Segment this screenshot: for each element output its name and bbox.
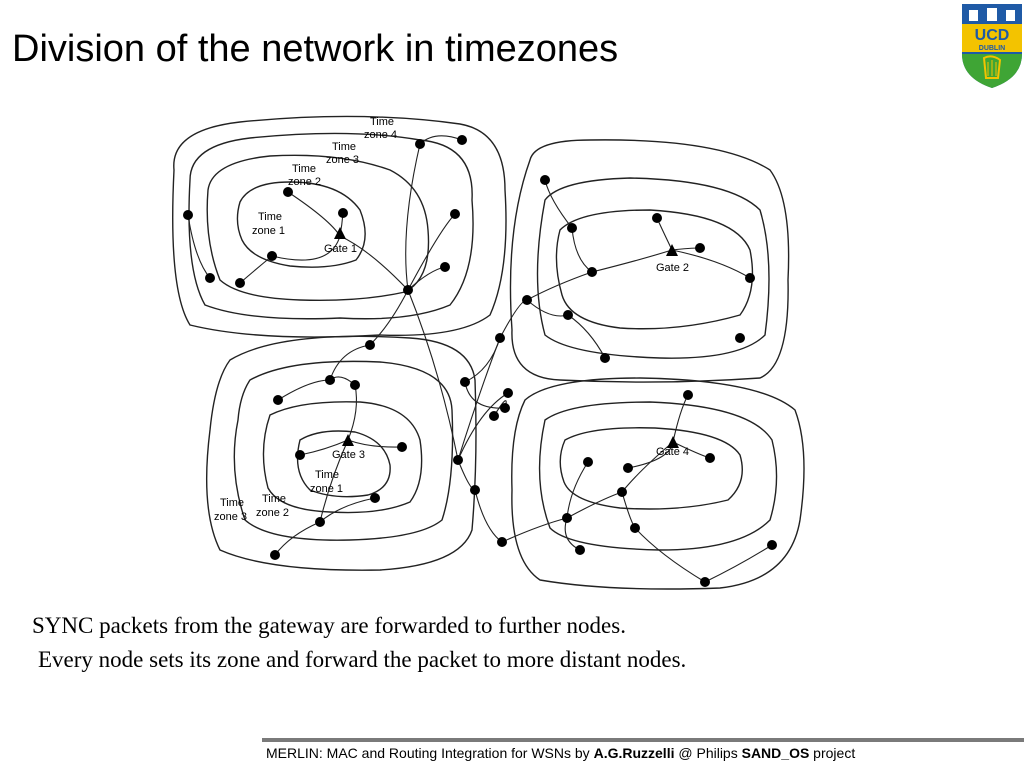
- zones-gate-2: [509, 139, 790, 383]
- caption-line-1: SYNC packets from the gateway are forwar…: [32, 613, 626, 638]
- gate-1-marker: [334, 227, 346, 239]
- zone-label: Time: [258, 211, 282, 223]
- zones-gate-3: [205, 335, 477, 571]
- caption-line-2: Every node sets its zone and forward the…: [38, 647, 687, 672]
- zone-label: Time: [315, 469, 339, 481]
- zone-label: Time: [332, 141, 356, 153]
- gate-3-label: Gate 3: [332, 449, 365, 461]
- footer-author: A.G.Ruzzelli: [593, 745, 675, 761]
- logo-text-dublin: DUBLIN: [979, 45, 1005, 52]
- zone-label: zone 3: [326, 154, 359, 166]
- gate-2-marker: [666, 244, 678, 256]
- footer-project: SAND_OS: [741, 745, 810, 761]
- zone-label: zone 1: [310, 483, 343, 495]
- zone-labels: Time zone 4 Time zone 3 Time zone 2 Time…: [214, 116, 397, 523]
- gate-2-label: Gate 2: [656, 262, 689, 274]
- sensor-nodes: [183, 135, 777, 587]
- zone-label: zone 2: [256, 507, 289, 519]
- slide-title: Division of the network in timezones: [12, 28, 619, 70]
- footer-divider: [262, 738, 1024, 742]
- logo-text-ucd: UCD: [975, 27, 1010, 44]
- gate-1-label: Gate 1: [324, 243, 357, 255]
- zone-label: Time: [292, 163, 316, 175]
- zone-label: zone 2: [288, 176, 321, 188]
- zone-label: Time: [220, 497, 244, 509]
- zone-label: Time: [262, 493, 286, 505]
- footer-mid: @ Philips: [674, 745, 742, 761]
- gateways: [334, 227, 679, 448]
- zone-label: Time: [370, 116, 394, 128]
- zone-label: zone 1: [252, 225, 285, 237]
- timezone-network-diagram: Time zone 4 Time zone 3 Time zone 2 Time…: [172, 115, 805, 590]
- gate-4-marker: [667, 436, 679, 448]
- footer-prefix: MERLIN: MAC and Routing Integration for …: [266, 745, 594, 761]
- zone-label: zone 4: [364, 129, 397, 141]
- zones-gate-1: [172, 115, 507, 338]
- zones-gate-4: [511, 377, 805, 590]
- footer-suffix: project: [809, 745, 856, 761]
- gate-4-label: Gate 4: [656, 446, 689, 458]
- gate-labels: Gate 1 Gate 2 Gate 3 Gate 4: [324, 243, 689, 461]
- gate-3-marker: [342, 434, 354, 446]
- footer: MERLIN: MAC and Routing Integration for …: [266, 745, 855, 761]
- zone-label: zone 3: [214, 511, 247, 523]
- ucd-logo: UCD DUBLIN: [962, 4, 1022, 88]
